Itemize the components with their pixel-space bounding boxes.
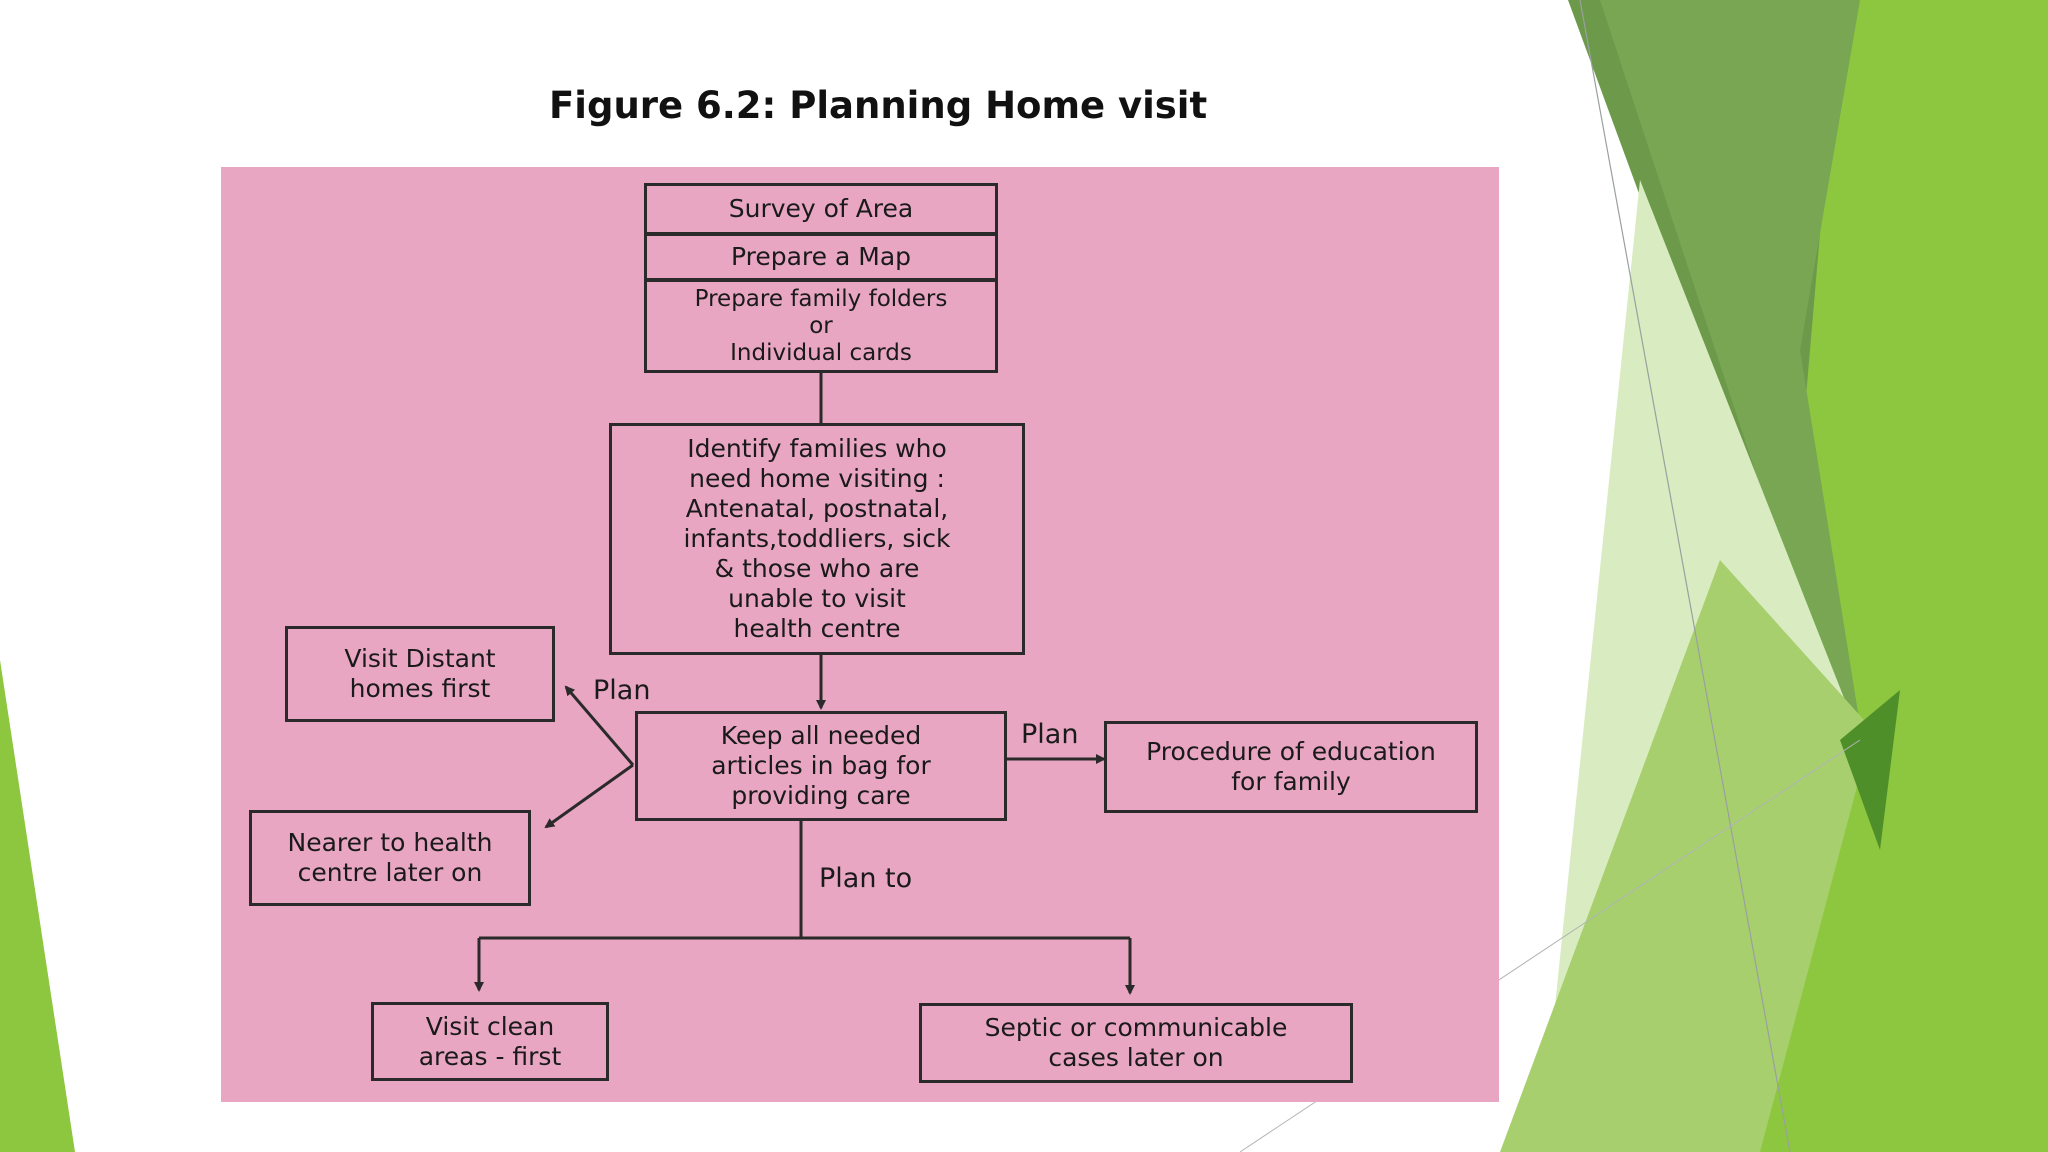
node-visit-distant: Visit Distant homes first	[285, 626, 555, 722]
right-lower-green-band	[1760, 600, 2048, 1152]
left-green-wedge	[0, 660, 75, 1152]
edge-label-plan-right: Plan	[1021, 719, 1079, 750]
node-septic-cases: Septic or communicable cases later on	[919, 1003, 1353, 1083]
node-identify-families: Identify families who need home visiting…	[609, 423, 1025, 655]
node-visit-clean-areas: Visit clean areas - first	[371, 1002, 609, 1081]
node-keep-articles: Keep all needed articles in bag for prov…	[635, 711, 1007, 821]
node-prepare-map: Prepare a Map	[644, 233, 998, 281]
thin-line-1	[1579, 0, 1791, 1152]
node-survey-of-area: Survey of Area	[644, 183, 998, 235]
arrow-keep-to-distant	[564, 685, 635, 766]
arrow-keep-to-nearer	[544, 763, 634, 829]
right-accent-green-band	[1840, 690, 1900, 850]
node-family-folders: Prepare family folders or Individual car…	[644, 279, 998, 373]
edge-label-plan-left: Plan	[593, 675, 651, 706]
flowchart-panel: Survey of Area Prepare a Map Prepare fam…	[221, 167, 1499, 1102]
edge-label-plan-to: Plan to	[819, 863, 913, 894]
slide-title: Figure 6.2: Planning Home visit	[549, 84, 1208, 127]
node-procedure-education: Procedure of education for family	[1104, 721, 1478, 813]
flowchart-connectors	[474, 372, 1135, 995]
node-nearer-health-centre: Nearer to health centre later on	[249, 810, 531, 906]
